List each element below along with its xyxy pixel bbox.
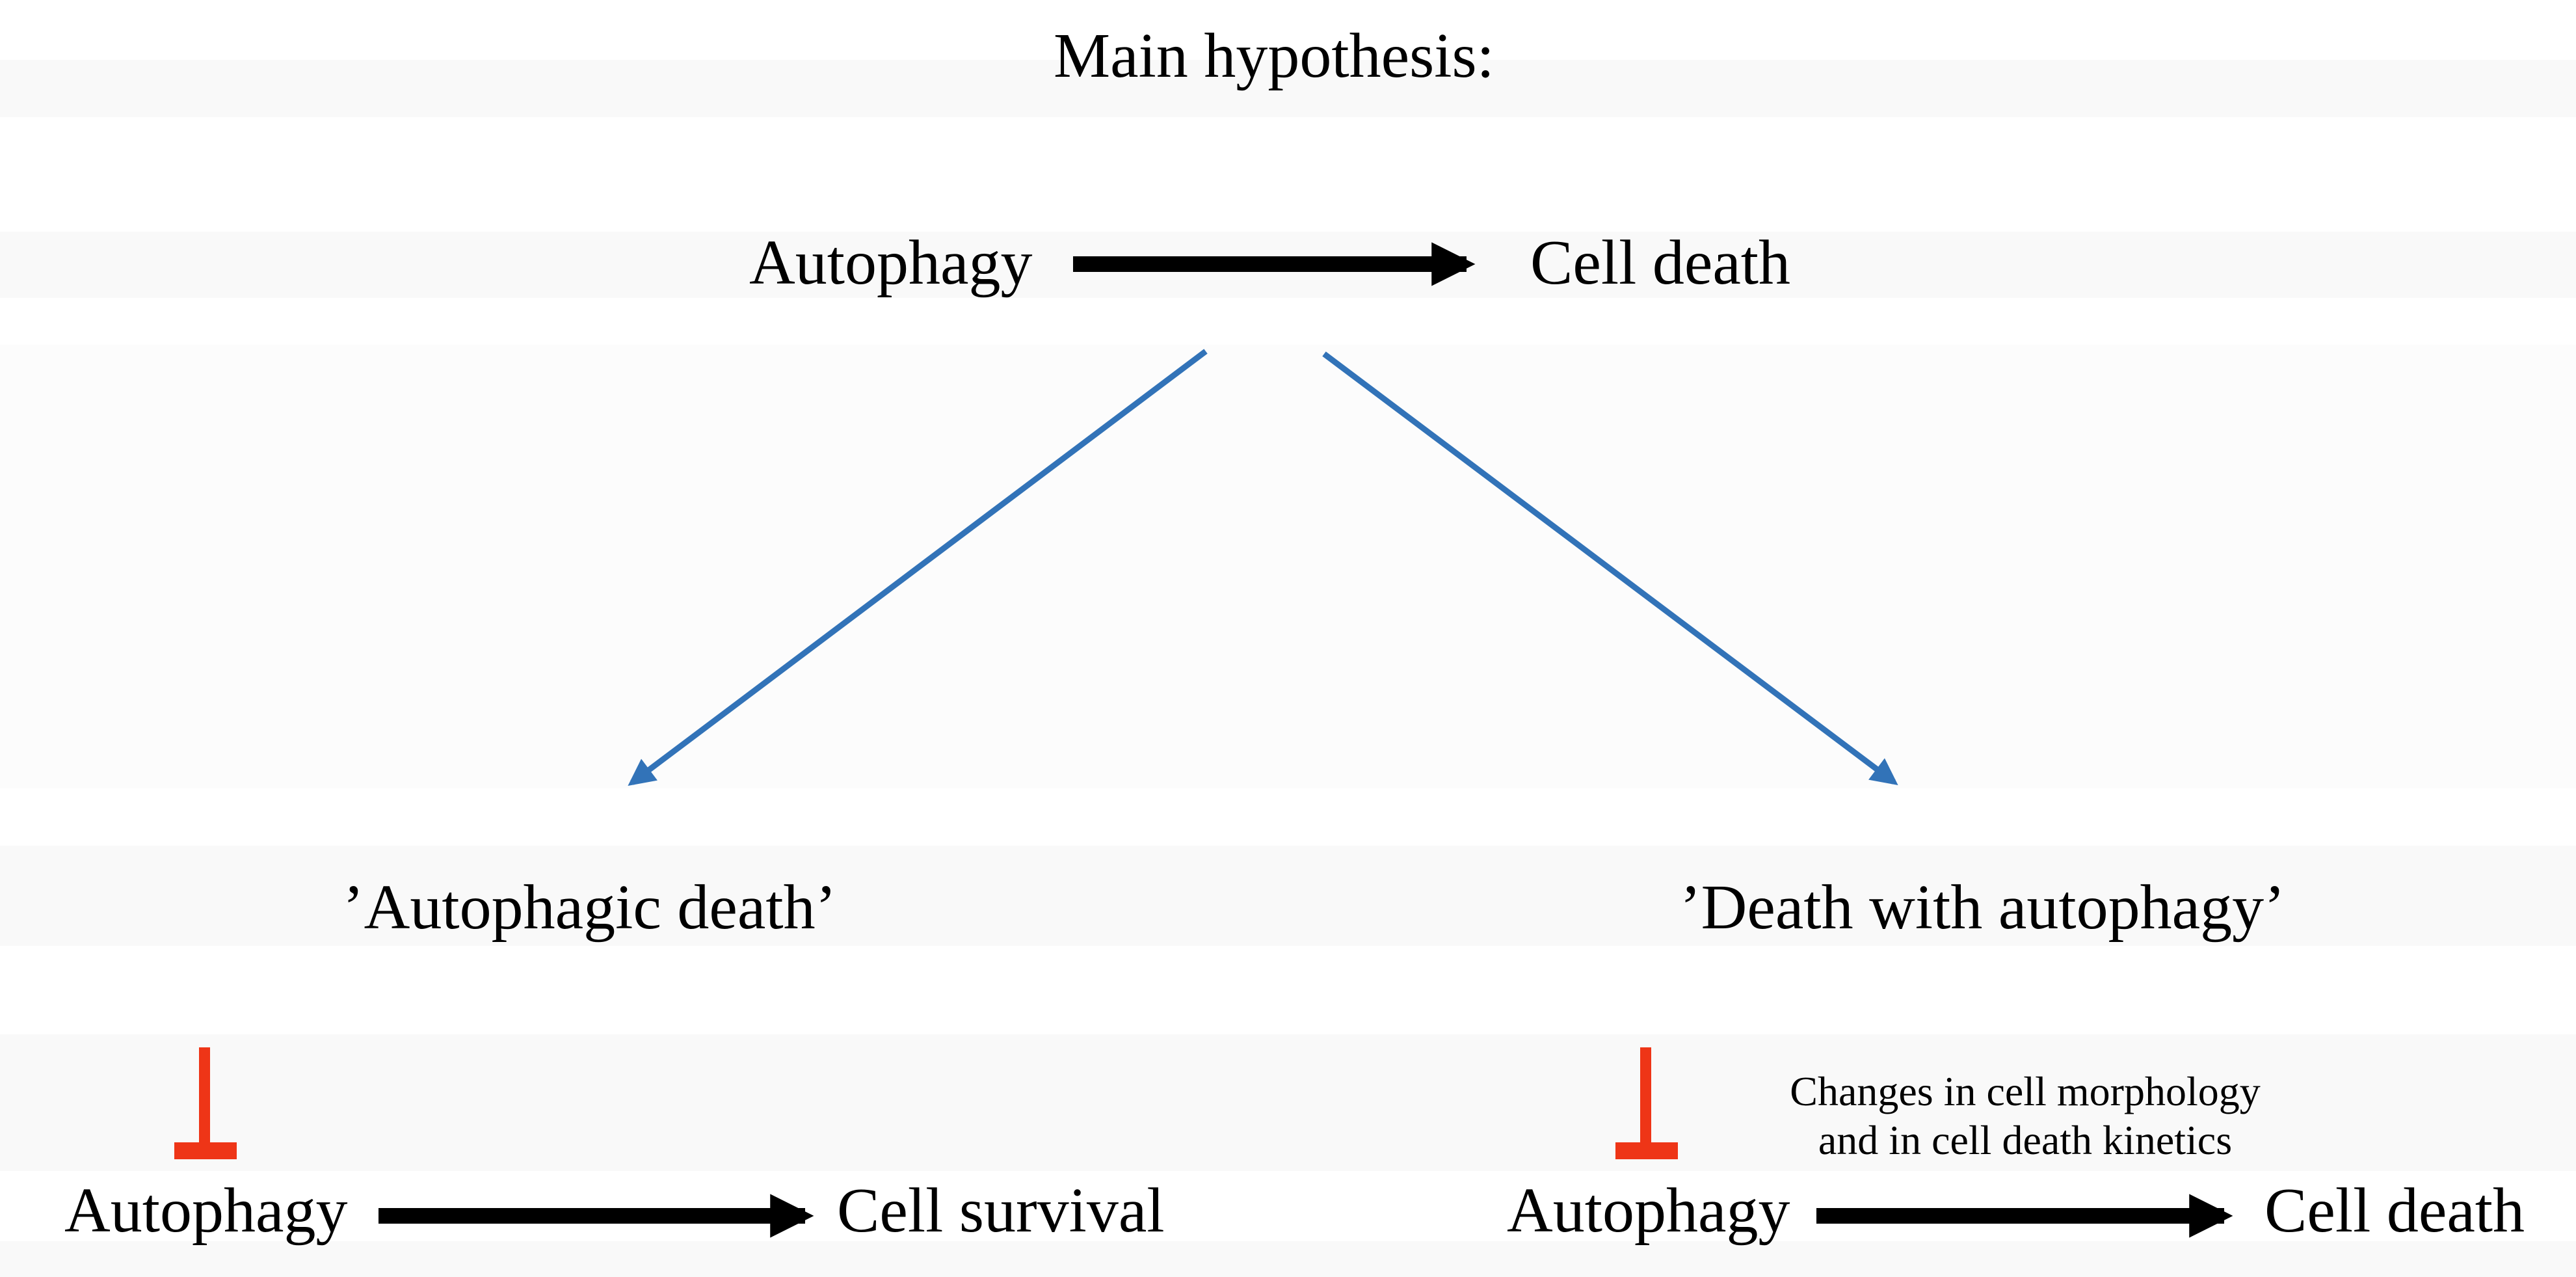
node-autophagy-right: Autophagy — [1507, 1176, 1790, 1246]
node-cell-death-main: Cell death — [1530, 228, 1791, 298]
label-autophagic-death: ’Autophagic death’ — [343, 872, 837, 943]
node-autophagy-main: Autophagy — [749, 228, 1033, 298]
label-death-with-autophagy: ’Death with autophagy’ — [1680, 872, 2285, 943]
diagram-title: Main hypothesis: — [1054, 21, 1494, 91]
node-autophagy-left: Autophagy — [64, 1176, 348, 1246]
blunt-end-inhibition-icon-right — [1615, 1047, 1678, 1159]
node-cell-survival: Cell survival — [837, 1176, 1165, 1246]
annotation-line-1: Changes in cell morphology — [1790, 1068, 2261, 1114]
branch-arrow-right — [1322, 351, 1898, 785]
blunt-end-inhibition-icon-left — [174, 1047, 237, 1159]
branch-arrow-left — [628, 349, 1208, 786]
annotation-morphology-kinetics: Changes in cell morphology and in cell d… — [1752, 1068, 2298, 1165]
annotation-line-2: and in cell death kinetics — [1818, 1116, 2233, 1163]
node-cell-death-right: Cell death — [2264, 1176, 2525, 1246]
